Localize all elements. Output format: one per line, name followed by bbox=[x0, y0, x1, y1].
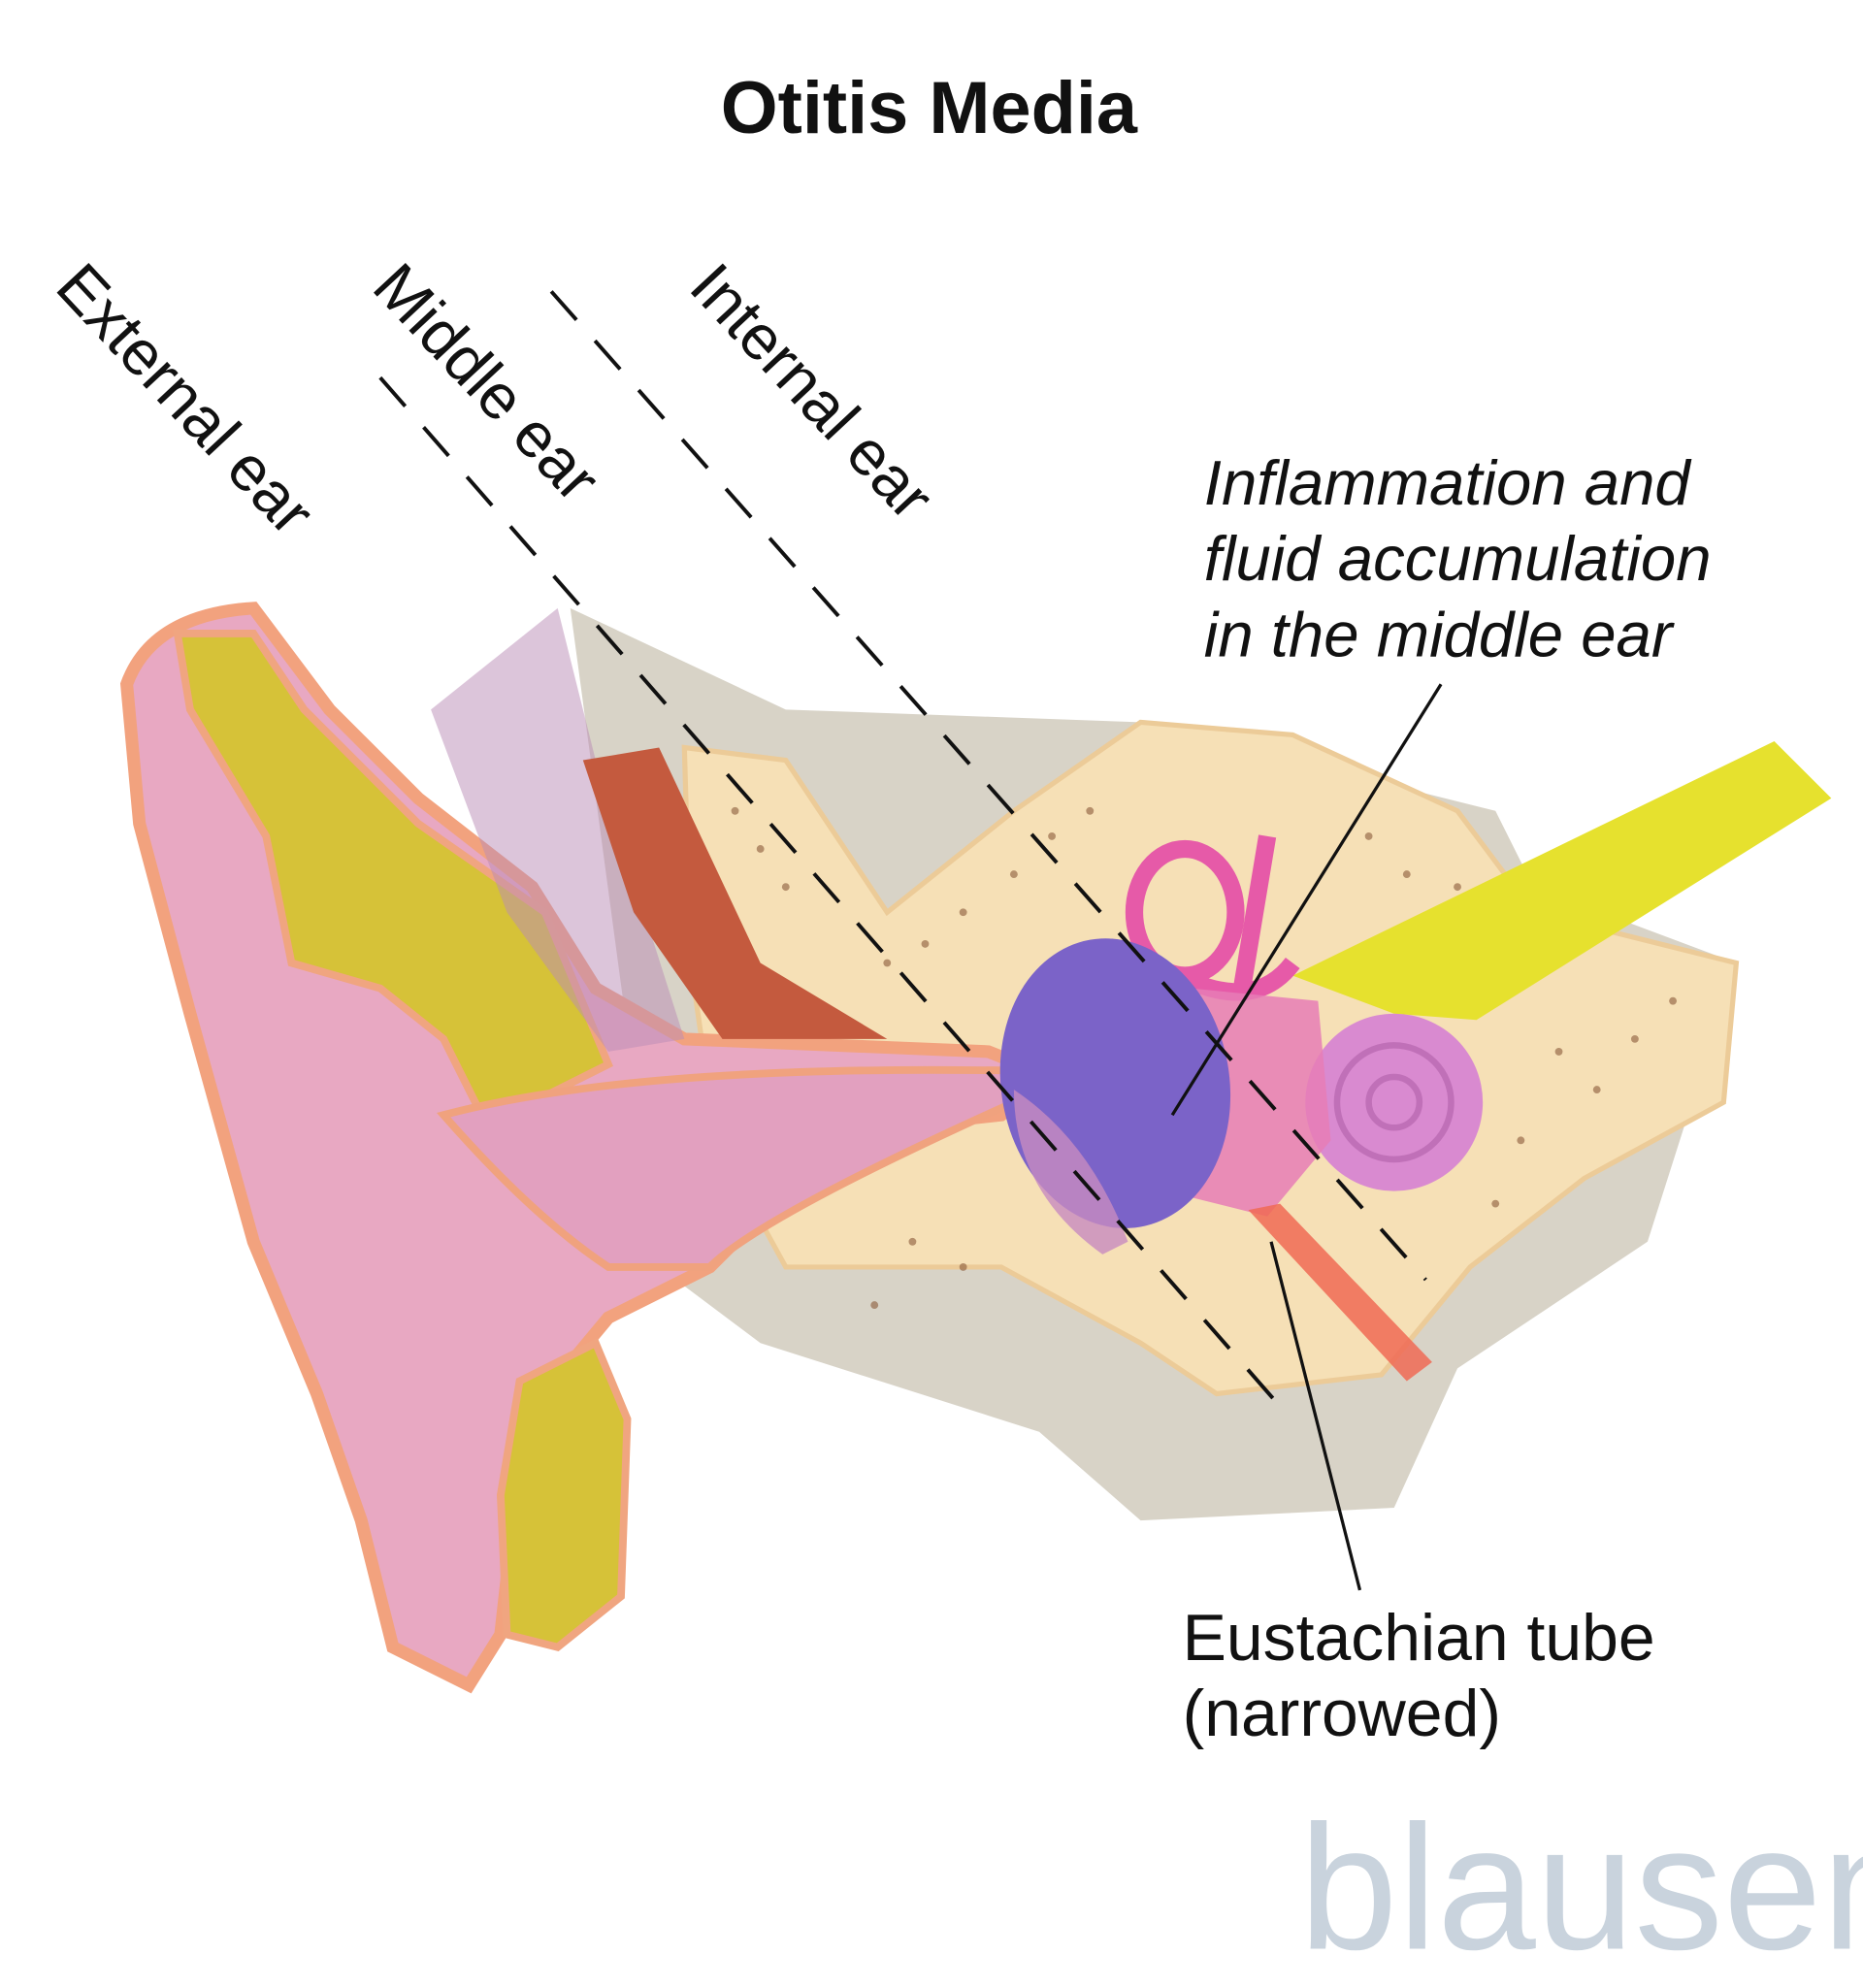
ear-canal bbox=[437, 1065, 1062, 1271]
callout-eustachian: Eustachian tube (narrowed) bbox=[1183, 1602, 1655, 1750]
leader-inflammation bbox=[1170, 683, 1443, 1117]
divider-external-middle bbox=[378, 375, 1282, 1408]
callout-line: Inflammation and bbox=[1204, 447, 1693, 518]
cochlea bbox=[1305, 1013, 1484, 1191]
auditory-nerve bbox=[1292, 740, 1832, 1021]
muscle bbox=[582, 747, 888, 1039]
leader-eustachian bbox=[1269, 1241, 1362, 1591]
cochlea-spiral-inner bbox=[1365, 1073, 1423, 1131]
eardrum bbox=[1013, 1090, 1128, 1255]
page-title: Otitis Media bbox=[721, 67, 1138, 149]
callout-line: Eustachian tube bbox=[1183, 1602, 1655, 1675]
callout-line: in the middle ear bbox=[1204, 599, 1675, 669]
semicircular-canals bbox=[1125, 834, 1300, 1001]
callout-inflammation: Inflammation and fluid accumulation in t… bbox=[1204, 447, 1712, 670]
eustachian-tube bbox=[1248, 1203, 1432, 1382]
callout-line: fluid accumulation bbox=[1204, 523, 1712, 594]
ear-lobe-skin bbox=[431, 607, 685, 1052]
bone-pores bbox=[731, 806, 1677, 1310]
blausen-logo: blausen bbox=[1299, 1788, 1863, 1987]
callout-line: (narrowed) bbox=[1183, 1678, 1501, 1750]
cochlea-spiral bbox=[1333, 1042, 1454, 1163]
divider-middle-internal bbox=[549, 290, 1427, 1282]
cartilage-lower bbox=[496, 1337, 632, 1651]
